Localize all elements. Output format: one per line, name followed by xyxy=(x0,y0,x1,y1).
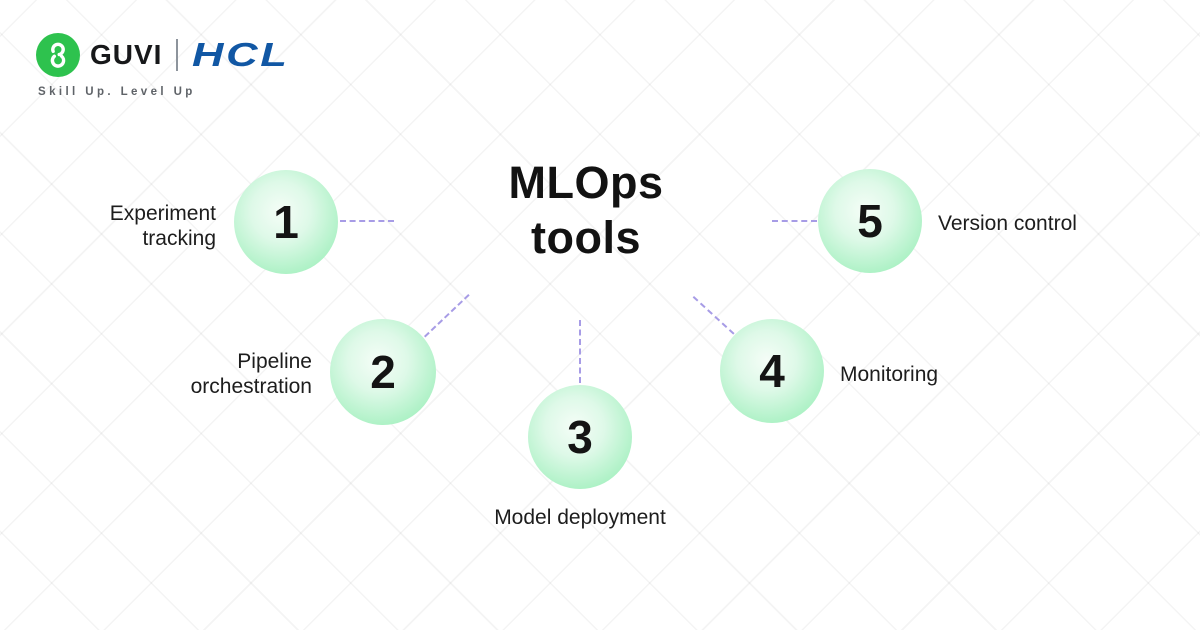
connector-node5 xyxy=(772,220,817,222)
node-number-5: 5 xyxy=(857,195,883,247)
connector-node1 xyxy=(340,220,394,222)
node-number-4: 4 xyxy=(759,345,785,397)
guvi-wordmark: GUVI xyxy=(90,39,163,70)
node-label-pipeline-orchestration: Pipeline orchestration xyxy=(190,350,312,399)
node-circle-3: 3 xyxy=(528,385,632,489)
node-circle-5: 5 xyxy=(818,169,922,273)
node-number-1: 1 xyxy=(273,196,299,248)
node-circle-4: 4 xyxy=(720,319,824,423)
hcl-wordmark: HCL xyxy=(192,36,290,73)
connector-node2 xyxy=(424,294,470,338)
central-topic-title-line1: MLOps xyxy=(508,157,664,209)
brand-divider xyxy=(176,39,179,71)
node-circle-1: 1 xyxy=(234,170,338,274)
central-topic-ellipse: MLOps tools xyxy=(395,104,777,318)
node-circle-2: 2 xyxy=(330,319,436,425)
header-logo-group: GUVI HCL Skill Up. Level Up xyxy=(36,33,287,98)
node-number-2: 2 xyxy=(370,346,396,398)
connector-node4 xyxy=(692,296,735,335)
guvi-g-icon xyxy=(36,33,80,77)
central-topic-title-line2: tools xyxy=(531,212,641,263)
connector-node3 xyxy=(579,320,581,383)
node-label-monitoring: Monitoring xyxy=(840,363,939,386)
node-number-3: 3 xyxy=(567,411,593,463)
brand-tagline: Skill Up. Level Up xyxy=(38,86,196,98)
node-label-model-deployment: Model deployment xyxy=(494,506,666,529)
node-label-version-control: Version control xyxy=(938,212,1077,235)
node-label-experiment-tracking: Experiment tracking xyxy=(109,202,216,251)
